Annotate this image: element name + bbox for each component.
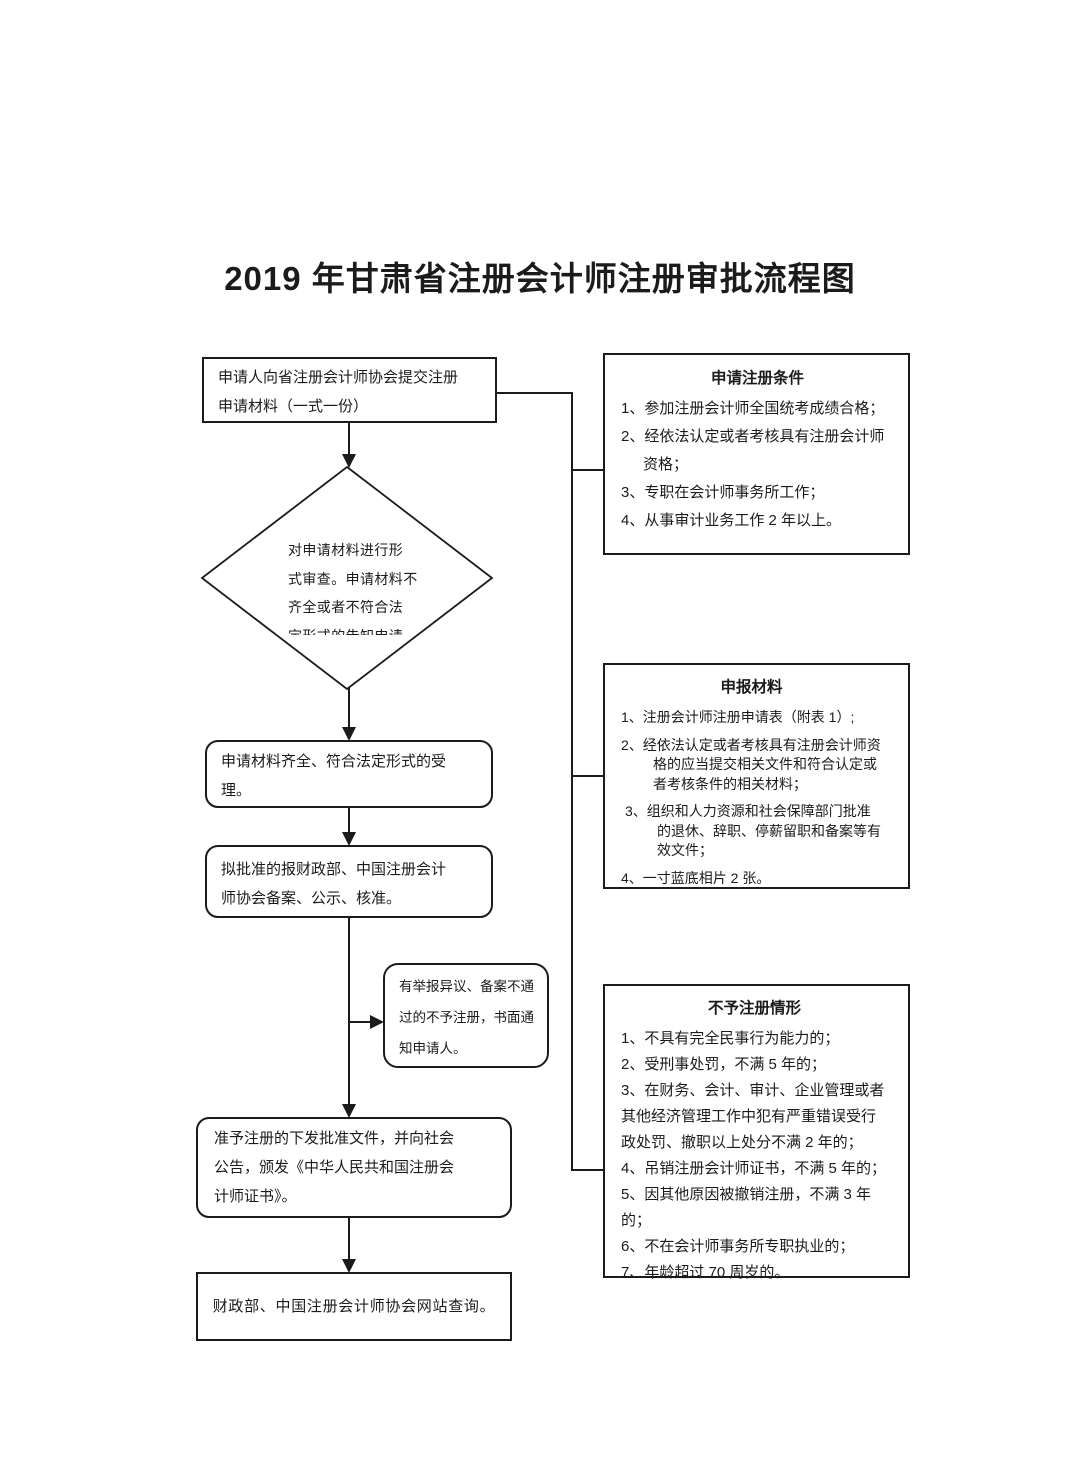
panel-conditions: 申请注册条件 1、参加注册会计师全国统考成绩合格； 2、经依法认定或者考核具有注… bbox=[603, 353, 910, 555]
flow-step-query-text: 财政部、中国注册会计师协会网站查询。 bbox=[212, 1298, 496, 1315]
flow-step-accept-text: 申请材料齐全、符合法定形式的受理。 bbox=[221, 753, 447, 799]
arrowhead-right-icon bbox=[370, 1015, 384, 1029]
panel-item: 2、经依法认定或者考核具有注册会计师资格的应当提交相关文件和符合认定或者考核条件… bbox=[621, 736, 881, 792]
decision-text-line: 对申请材料进行形 bbox=[288, 542, 404, 558]
panel-item: 1、参加注册会计师全国统考成绩合格； bbox=[621, 400, 885, 417]
decision-text-line: 齐全或者不符合法 bbox=[288, 599, 404, 615]
panel-item: 2、经依法认定或者考核具有注册会计师资格； bbox=[621, 428, 885, 473]
connector-submit-to-trunk bbox=[497, 392, 573, 394]
panel-item: 7、年龄超过 70 周岁的。 bbox=[621, 1264, 790, 1281]
panel-item: 4、一寸蓝底相片 2 张。 bbox=[621, 869, 771, 886]
arrowhead-down-icon bbox=[342, 1104, 356, 1118]
panel-item: 4、吊销注册会计师证书，不满 5 年的； bbox=[621, 1160, 887, 1177]
panel-item: 3、专职在会计师事务所工作； bbox=[621, 484, 825, 501]
panel-materials: 申报材料 1、注册会计师注册申请表（附表 1）; 2、经依法认定或者考核具有注册… bbox=[603, 663, 910, 889]
connector-review-to-accept bbox=[348, 688, 350, 728]
panel-item: 1、不具有完全民事行为能力的； bbox=[621, 1030, 840, 1047]
flow-step-submit-box: 申请人向省注册会计师协会提交注册申请材料（一式一份） bbox=[202, 357, 497, 423]
connector-trunk-to-materials bbox=[573, 775, 603, 777]
panel-rejections-title: 不予注册情形 bbox=[707, 1000, 801, 1017]
decision-text-line: 式审查。申请材料不 bbox=[288, 570, 418, 587]
connector-trunk-to-conditions bbox=[573, 469, 603, 471]
flow-step-approve-box: 准予注册的下发批准文件，并向社会公告，颁发《中华人民共和国注册会计师证书》。 bbox=[196, 1117, 512, 1218]
page-title: 2019 年甘肃省注册会计师注册审批流程图 bbox=[224, 260, 856, 297]
arrowhead-down-icon bbox=[342, 454, 356, 468]
arrowhead-down-icon bbox=[342, 1259, 356, 1273]
panel-item: 3、组织和人力资源和社会保障部门批准的退休、辞职、停薪留职和备案等有效文件； bbox=[625, 803, 881, 858]
connector-submit-to-review bbox=[348, 423, 350, 456]
flow-step-query-box: 财政部、中国注册会计师协会网站查询。 bbox=[196, 1272, 512, 1341]
decision-text: 对申请材料进行形 式审查。申请材料不 齐全或者不符合法 定形式的告知申请 bbox=[288, 536, 434, 635]
panel-materials-title: 申报材料 bbox=[720, 679, 783, 696]
arrowhead-down-icon bbox=[342, 832, 356, 846]
connector-trunk-to-rejections bbox=[571, 1169, 603, 1171]
panel-item: 6、不在会计师事务所专职执业的； bbox=[621, 1238, 855, 1255]
arrowhead-down-icon bbox=[342, 727, 356, 741]
flow-step-filing-text: 拟批准的报财政部、中国注册会计师协会备案、公示、核准。 bbox=[221, 861, 447, 907]
connector-branch-to-reject-notice bbox=[350, 1021, 372, 1023]
panel-rejections: 不予注册情形 1、不具有完全民事行为能力的； 2、受刑事处罚，不满 5 年的； … bbox=[603, 984, 910, 1281]
panel-item: 2、受刑事处罚，不满 5 年的； bbox=[621, 1056, 827, 1073]
panel-item: 3、在财务、会计、审计、企业管理或者其他经济管理工作中犯有严重错误受行政处罚、撤… bbox=[621, 1082, 885, 1151]
decision-text-line: 定形式的告知申请 bbox=[288, 622, 434, 636]
panel-conditions-title: 申请注册条件 bbox=[710, 370, 804, 387]
connector-filing-to-approve bbox=[348, 918, 350, 1105]
connector-trunk-vertical bbox=[571, 392, 573, 1171]
flow-step-accept-box: 申请材料齐全、符合法定形式的受理。 bbox=[205, 740, 493, 808]
decision-diamond bbox=[200, 465, 494, 691]
flow-step-submit-text: 申请人向省注册会计师协会提交注册申请材料（一式一份） bbox=[218, 369, 459, 415]
flow-reject-notice-text: 有举报异议、备案不通过的不予注册，书面通知申请人。 bbox=[399, 979, 534, 1056]
panel-item: 4、从事审计业务工作 2 年以上。 bbox=[621, 512, 842, 529]
connector-approve-to-query bbox=[348, 1218, 350, 1260]
flow-step-approve-text: 准予注册的下发批准文件，并向社会公告，颁发《中华人民共和国注册会计师证书》。 bbox=[214, 1130, 455, 1205]
connector-accept-to-filing bbox=[348, 808, 350, 833]
flow-step-filing-box: 拟批准的报财政部、中国注册会计师协会备案、公示、核准。 bbox=[205, 845, 493, 918]
panel-item: 1、注册会计师注册申请表（附表 1）; bbox=[621, 709, 855, 725]
flow-reject-notice-box: 有举报异议、备案不通过的不予注册，书面通知申请人。 bbox=[383, 963, 549, 1068]
panel-item: 5、因其他原因被撤销注册，不满 3 年的； bbox=[621, 1186, 872, 1229]
